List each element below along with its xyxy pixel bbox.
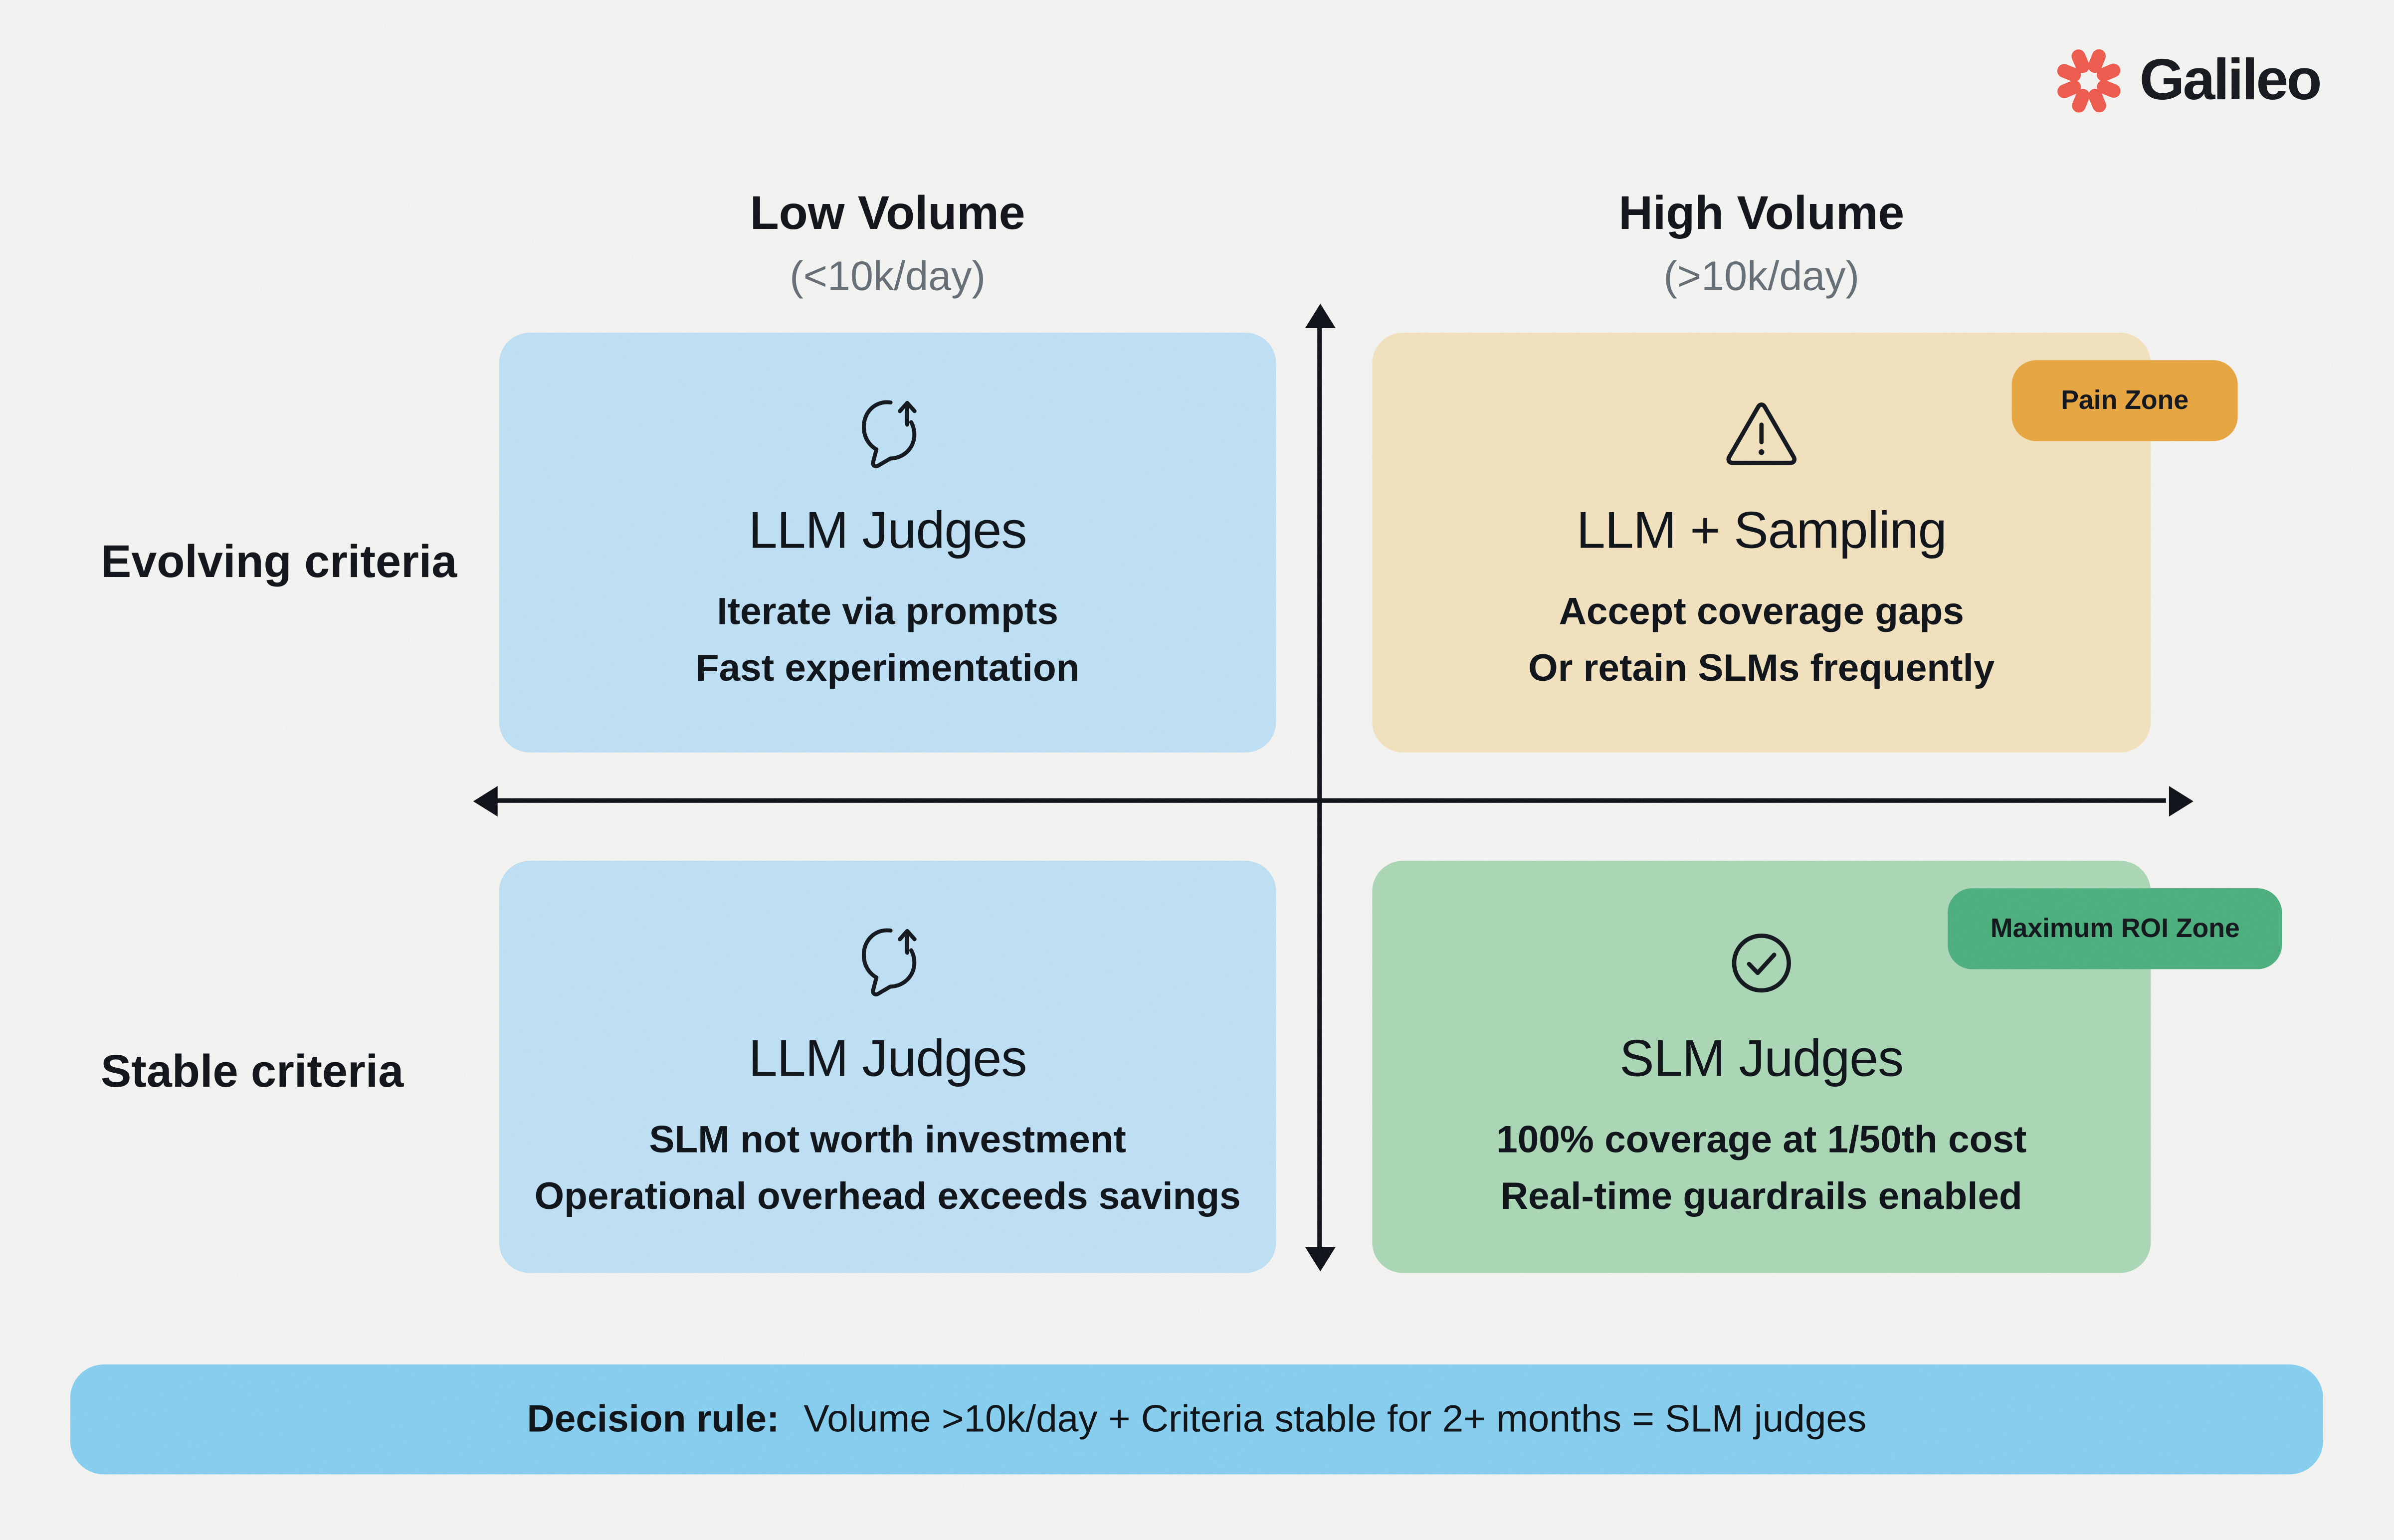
arrowhead-down-icon	[1305, 1247, 1336, 1272]
arrowhead-up-icon	[1305, 304, 1336, 328]
galileo-starburst-icon	[2054, 46, 2124, 116]
quadrant-line: Operational overhead exceeds savings	[534, 1175, 1241, 1219]
quadrant-title: SLM Judges	[1619, 1030, 1904, 1089]
vertical-axis-line	[1317, 314, 1322, 1258]
brand-wordmark: Galileo	[2139, 48, 2322, 112]
decision-rule-label: Decision rule:	[527, 1397, 780, 1440]
quadrant-line: Accept coverage gaps	[1559, 590, 1964, 633]
decision-rule-bar: Decision rule: Volume >10k/day + Criteri…	[70, 1364, 2324, 1475]
chat-refresh-icon	[849, 394, 926, 476]
row-label-stable-criteria: Stable criteria	[100, 1047, 404, 1098]
maximum-roi-zone-badge: Maximum ROI Zone	[1948, 888, 2283, 969]
quadrant-llm-judges-stable: LLM Judges SLM not worth investment Oper…	[499, 861, 1276, 1273]
column-header-low-volume: Low Volume (<10k/day)	[499, 186, 1276, 301]
column-title: High Volume	[1618, 186, 1905, 240]
column-header-high-volume: High Volume (>10k/day)	[1372, 186, 2151, 301]
pain-zone-badge: Pain Zone	[2011, 360, 2238, 441]
quadrant-title: LLM Judges	[748, 1030, 1027, 1089]
quadrant-title: LLM Judges	[748, 502, 1027, 561]
quadrant-line: SLM not worth investment	[649, 1118, 1126, 1161]
warning-triangle-icon	[1720, 394, 1802, 476]
quadrant-llm-judges-evolving: LLM Judges Iterate via prompts Fast expe…	[499, 333, 1276, 753]
quadrant-line: Iterate via prompts	[717, 590, 1058, 633]
galileo-logo: Galileo	[2054, 46, 2322, 116]
arrowhead-left-icon	[473, 786, 498, 817]
column-title: Low Volume	[750, 186, 1025, 240]
quadrant-line: Or retain SLMs frequently	[1528, 647, 1995, 691]
arrowhead-right-icon	[2169, 786, 2194, 817]
horizontal-axis-line	[485, 798, 2166, 803]
column-subtitle: (<10k/day)	[790, 253, 986, 299]
quadrant-line: Real-time guardrails enabled	[1500, 1175, 2022, 1219]
check-circle-icon	[1723, 922, 1799, 1004]
quadrant-title: LLM + Sampling	[1576, 502, 1947, 561]
row-label-evolving-criteria: Evolving criteria	[100, 537, 457, 588]
column-subtitle: (>10k/day)	[1663, 253, 1860, 299]
decision-rule-text: Volume >10k/day + Criteria stable for 2+…	[803, 1397, 1867, 1440]
quadrant-line: 100% coverage at 1/50th cost	[1496, 1118, 2027, 1161]
chat-refresh-icon	[849, 922, 926, 1004]
quadrant-line: Fast experimentation	[695, 647, 1080, 691]
